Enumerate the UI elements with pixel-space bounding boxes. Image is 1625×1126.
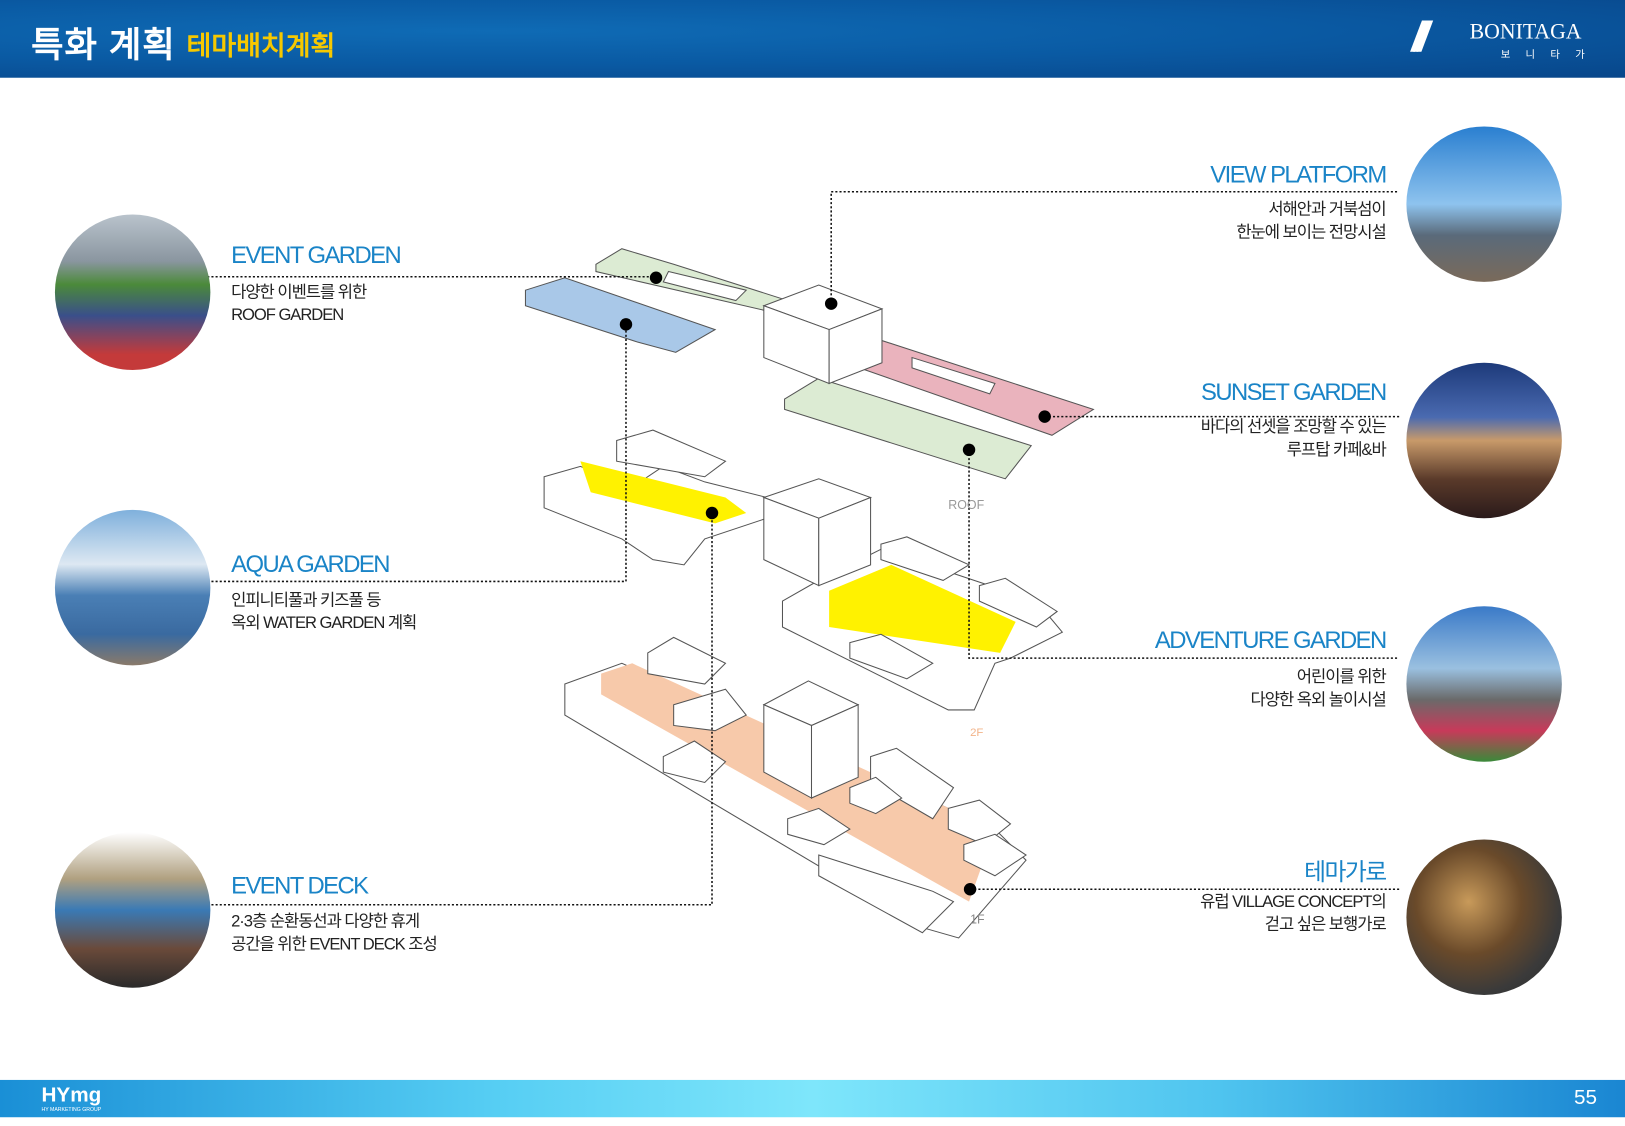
sunset-garden-title: SUNSET GARDEN — [1201, 378, 1387, 406]
header-bar: 특화 계획 테마배치계획 /// BONITAGA 보 니 타 가 — [0, 0, 1625, 78]
view-platform-photo — [1406, 126, 1562, 282]
hymg-logo: HYmg — [41, 1084, 102, 1107]
brand-logo: /// BONITAGA 보 니 타 가 — [1412, 15, 1599, 67]
theme-street-photo — [1406, 839, 1562, 995]
page-title: 특화 계획 — [31, 25, 176, 66]
floor-1f — [564, 636, 1027, 939]
footer-bar: HYmg HY MARKETING GROUP 55 — [0, 1079, 1625, 1118]
event-deck-title: EVENT DECK — [231, 871, 369, 899]
aqua-garden-photo — [54, 509, 211, 666]
event-garden-photo — [54, 214, 211, 370]
adventure-garden-photo — [1406, 606, 1562, 762]
page-subtitle: 테마배치계획 — [186, 30, 336, 62]
event-garden-title: EVENT GARDEN — [231, 241, 402, 269]
floor-roof — [524, 248, 1095, 480]
marker-dots — [619, 271, 1051, 896]
floor-2f — [543, 429, 1064, 711]
floor-label-roof: ROOF — [948, 498, 984, 512]
event-deck-photo — [54, 832, 211, 988]
aqua-garden-title: AQUA GARDEN — [231, 550, 390, 578]
brand-name: BONITAGA — [1469, 18, 1582, 44]
page-number: 55 — [1574, 1086, 1598, 1109]
floor-label-2f: 2F — [970, 727, 983, 739]
adventure-garden-title: ADVENTURE GARDEN — [1154, 625, 1387, 653]
sunset-garden-photo — [1406, 362, 1562, 519]
brand-name-kr: 보 니 타 가 — [1500, 49, 1592, 62]
theme-street-title: 테마가로 — [1304, 858, 1387, 886]
hymg-logo-sub: HY MARKETING GROUP — [41, 1106, 102, 1114]
floor-label-1f: 1F — [970, 912, 985, 926]
view-platform-title: VIEW PLATFORM — [1210, 160, 1387, 188]
